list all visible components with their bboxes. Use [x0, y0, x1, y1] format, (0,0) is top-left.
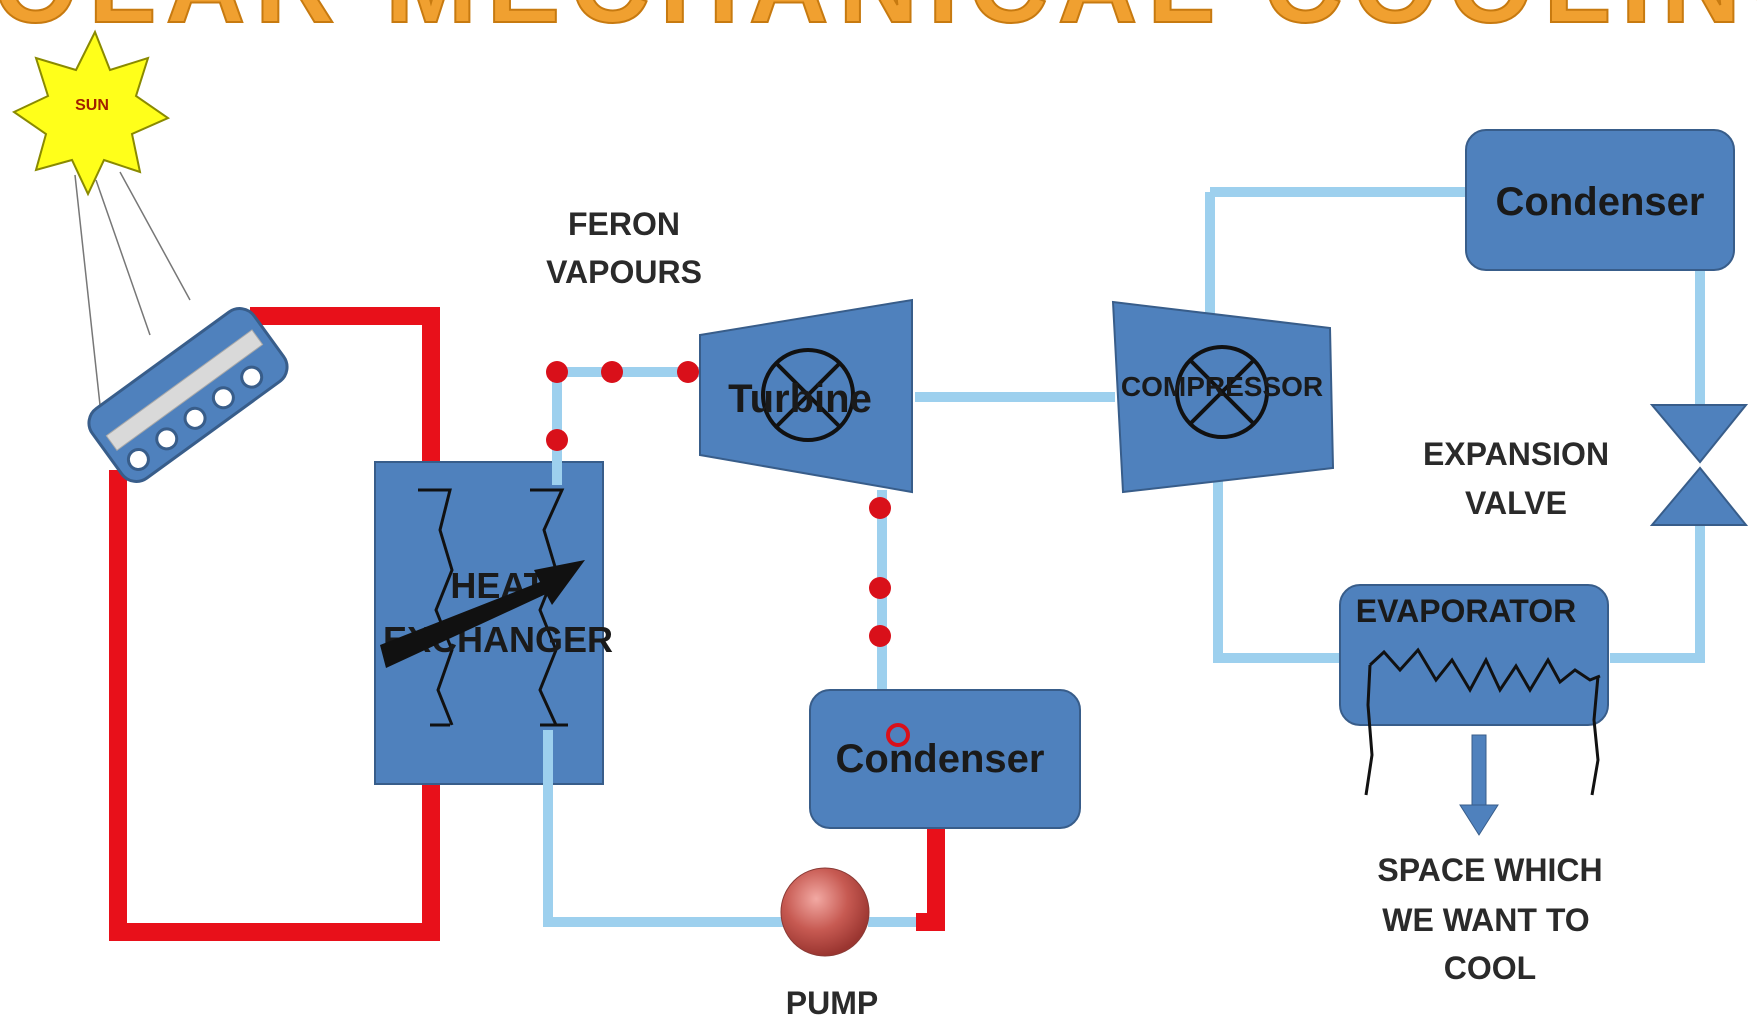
- condenser-bottom-label: Condenser: [836, 737, 1045, 781]
- condenser-bottom: Condenser: [809, 689, 1081, 829]
- solar-collector: [87, 307, 289, 483]
- expansion-valve-icon: [1649, 404, 1749, 526]
- pump-label: PUMP: [786, 985, 878, 1021]
- expansion-valve-caption-line1: EXPANSION: [1423, 436, 1609, 472]
- hot-water-loop: [109, 307, 945, 941]
- condenser-top-label: Condenser: [1496, 180, 1705, 224]
- down-arrow-icon: [1459, 734, 1499, 836]
- turbine: Turbine: [699, 298, 913, 494]
- turbine-label: Turbine: [728, 377, 872, 421]
- pump-icon: [780, 867, 870, 957]
- compressor-label: COMPRESSOR: [1121, 371, 1323, 402]
- sun-label: SUN: [75, 97, 109, 114]
- expansion-valve-caption-line2: VALVE: [1465, 485, 1567, 521]
- compressor: COMPRESSOR: [1111, 300, 1335, 494]
- feron-caption-line2: VAPOURS: [546, 254, 702, 290]
- feron-caption-line1: FERON: [568, 206, 680, 242]
- sun-icon: SUN: [11, 29, 171, 197]
- space-caption-line2: WE WANT TO: [1382, 902, 1589, 938]
- refrigerant-pipes: [543, 187, 1705, 927]
- evaporator-label: EVAPORATOR: [1356, 593, 1576, 629]
- space-caption-line1: SPACE WHICH: [1377, 852, 1602, 888]
- evaporator: EVAPORATOR: [1339, 584, 1609, 796]
- heat-transfer-arrow-icon: [380, 560, 585, 668]
- condenser-top: Condenser: [1465, 129, 1735, 271]
- sun-rays: [74, 171, 191, 406]
- heat-exchanger: HEAT EXCHANGER: [374, 461, 613, 785]
- title-fragment: SOLAR MECHANICAL COOLING: [0, 0, 1757, 46]
- space-caption-line3: COOL: [1444, 950, 1536, 986]
